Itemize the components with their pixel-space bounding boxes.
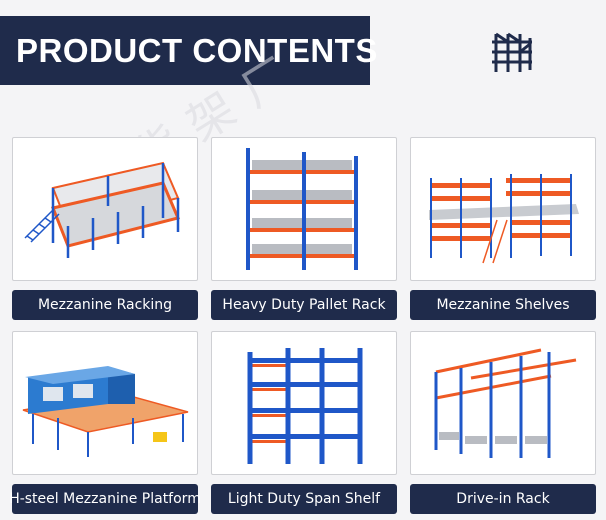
product-label[interactable]: Mezzanine Shelves [410, 290, 596, 320]
header-banner: PRODUCT CONTENTS [0, 16, 377, 85]
product-label[interactable]: Light Duty Span Shelf [211, 484, 397, 514]
product-card-mezzanine-shelves[interactable] [410, 137, 596, 281]
pallet-rack-image [246, 148, 358, 270]
mezzanine-shelves-image [429, 174, 579, 264]
product-label[interactable]: Drive-in Rack [410, 484, 596, 514]
product-card-mezzanine-racking[interactable] [12, 137, 198, 281]
product-label[interactable]: Mezzanine Racking [12, 290, 198, 320]
page-title: PRODUCT CONTENTS [16, 31, 378, 69]
drive-in-rack-image [434, 348, 577, 458]
mezzanine-racking-image [24, 161, 181, 258]
product-card-span-shelf[interactable] [211, 331, 397, 475]
product-label[interactable]: Heavy Duty Pallet Rack [211, 290, 397, 320]
product-card-drive-in-rack[interactable] [410, 331, 596, 475]
rack-logo-icon [492, 32, 532, 72]
product-card-pallet-rack[interactable] [211, 137, 397, 281]
product-label[interactable]: H-steel Mezzanine Platform [9, 484, 201, 514]
span-shelf-image [247, 348, 363, 464]
steel-platform-image [22, 366, 189, 457]
product-card-steel-platform[interactable] [12, 331, 198, 475]
